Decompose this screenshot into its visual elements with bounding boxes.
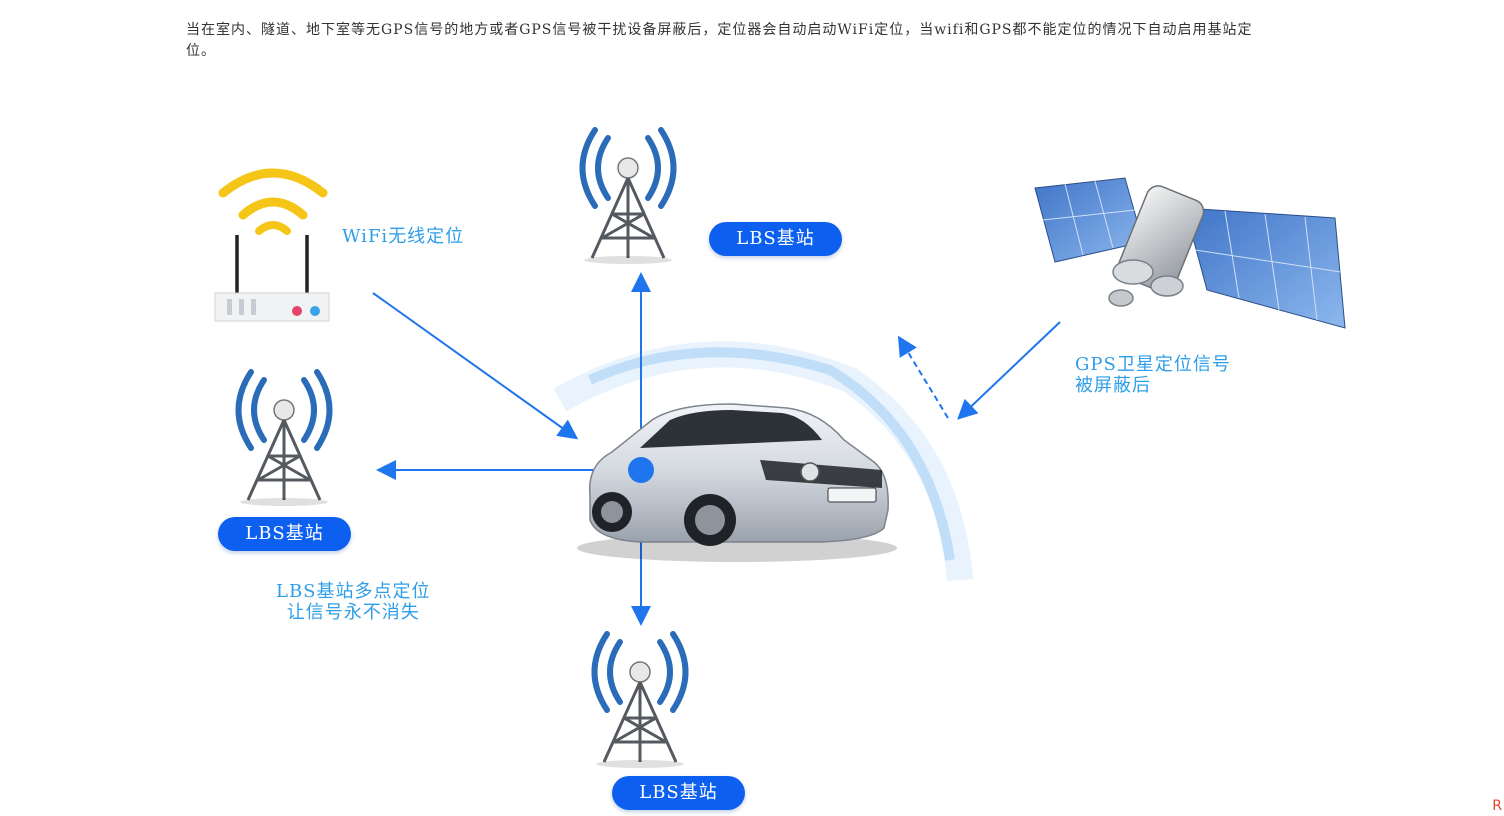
gps-line2: 被屏蔽后 [1075, 375, 1151, 396]
cell-tower-icon [579, 127, 677, 264]
car-center-dot [628, 457, 654, 483]
wifi-label: WiFi无线定位 [342, 226, 465, 247]
corner-mark: R [1492, 798, 1502, 814]
satellite-icon [1034, 177, 1346, 329]
car-icon [577, 403, 897, 562]
multi-point-label: LBS基站多点定位 让信号永不消失 [276, 581, 431, 623]
lbs-pill-bottom: LBS基站 [612, 776, 745, 810]
cell-tower-icon [235, 369, 333, 506]
arrow-from-satellite [957, 321, 1061, 420]
gps-line1: GPS卫星定位信号 [1075, 354, 1231, 375]
cell-tower-icon [591, 631, 689, 768]
arrow-from-wifi [372, 292, 579, 440]
lbs-pill-top: LBS基站 [709, 222, 842, 256]
multi-point-line1: LBS基站多点定位 [276, 581, 431, 602]
signal-glow [553, 341, 973, 582]
arrow-blocked-dashed [897, 335, 949, 419]
lbs-pill-left: LBS基站 [218, 517, 351, 551]
multi-point-line2: 让信号永不消失 [286, 602, 420, 623]
wifi-router-icon [214, 168, 330, 322]
gps-label: GPS卫星定位信号 被屏蔽后 [1075, 354, 1231, 396]
intro-text: 当在室内、隧道、地下室等无GPS信号的地方或者GPS信号被干扰设备屏蔽后，定位器… [186, 22, 1253, 59]
